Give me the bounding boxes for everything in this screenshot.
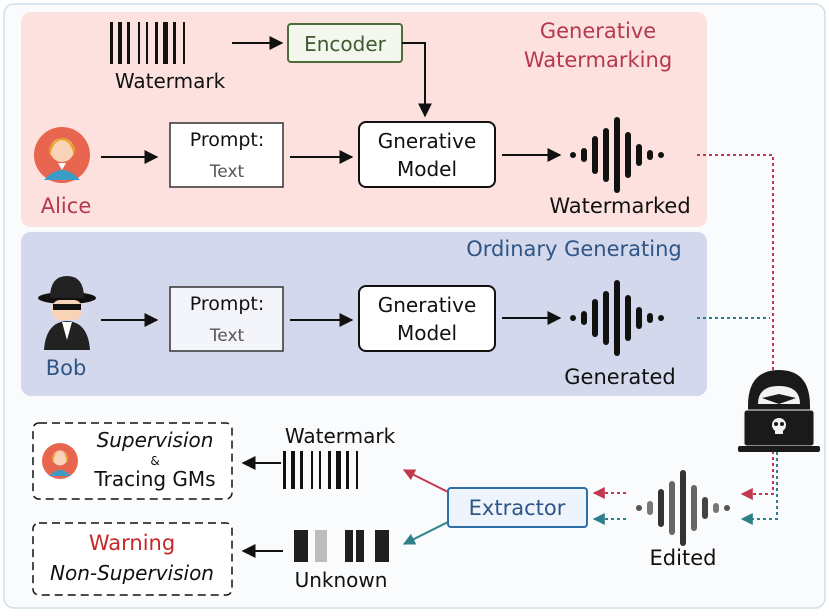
barcode-bar	[146, 22, 148, 64]
warning-label: Warning	[89, 531, 175, 555]
extractor-label: Extractor	[469, 496, 566, 520]
waveform-bar	[713, 503, 719, 513]
bottom-watermark-label: Watermark	[285, 424, 396, 448]
supervision-label: Supervision	[97, 428, 214, 452]
waveform-bar	[636, 307, 642, 329]
waveform-bar	[636, 505, 642, 511]
bob-label: Bob	[46, 356, 87, 380]
edited-label: Edited	[650, 546, 717, 570]
middle-model-line1: Gnerative	[378, 293, 477, 317]
barcode-bar	[336, 451, 341, 489]
waveform-bar	[669, 481, 675, 535]
unknown-pattern-icon	[294, 530, 389, 562]
barcode-bar	[319, 451, 321, 489]
waveform-bar	[625, 295, 631, 341]
encoder-label: Encoder	[304, 32, 387, 56]
skull-icon	[772, 418, 786, 434]
alice-avatar-icon	[34, 127, 90, 183]
waveform-bar	[592, 136, 598, 174]
waveform-bar	[702, 497, 708, 519]
waveform-bar	[724, 505, 730, 511]
middle-prompt-title: Prompt:	[190, 293, 265, 315]
waveform-bar	[592, 299, 598, 337]
extractor-box	[447, 487, 588, 528]
generated-label: Generated	[564, 365, 675, 389]
alice-label: Alice	[41, 194, 92, 218]
top-model-line1: Gnerative	[378, 129, 477, 153]
waveform-bar	[647, 501, 653, 515]
barcode-bar	[291, 451, 295, 489]
ordinary-title: Ordinary Generating	[466, 237, 682, 261]
red-dotted-path-to-edited	[697, 154, 774, 500]
waveform-bar	[614, 117, 620, 193]
middle-model-box	[358, 285, 496, 352]
top-model-line2: Model	[397, 157, 457, 181]
barcode-bar	[300, 451, 303, 489]
waveform-bar	[647, 150, 653, 160]
barcode-bar	[173, 22, 176, 64]
unknown-label: Unknown	[295, 568, 388, 592]
waveform-bar	[570, 152, 576, 158]
generative-title-line2: Watermarking	[524, 48, 672, 72]
bob-spy-icon	[38, 276, 96, 350]
top-model-box	[358, 121, 496, 188]
non-supervision-label: Non-Supervision	[50, 561, 214, 585]
hacker-laptop-icon	[738, 370, 820, 452]
teal-dotted-path-to-edited	[740, 440, 778, 525]
tracing-label: Tracing GMs	[93, 467, 215, 491]
waveform-bar	[570, 315, 576, 321]
waveform-bar	[691, 485, 697, 531]
top-prompt-title: Prompt:	[190, 129, 265, 151]
waveform-bar	[625, 132, 631, 178]
middle-prompt-text: Text	[209, 326, 245, 346]
waveform-bar	[647, 313, 653, 323]
barcode-bar	[346, 451, 349, 489]
edited-waveform-icon	[636, 470, 730, 546]
top-prompt-box	[169, 122, 284, 188]
arrow-encoder-to-model	[402, 42, 432, 118]
barcode-icon	[110, 22, 185, 64]
barcode-bar	[356, 451, 358, 489]
watermarked-label: Watermarked	[549, 194, 690, 218]
barcode-bar	[283, 451, 286, 489]
middle-model-line2: Model	[397, 321, 457, 345]
waveform-bar	[680, 470, 686, 546]
waveform-bar	[603, 128, 609, 182]
top-watermark-label: Watermark	[115, 69, 226, 93]
waveform-bar	[581, 311, 587, 325]
red-arrow-extractor-to-watermark	[402, 469, 449, 493]
waveform-bar	[658, 152, 664, 158]
warning-box	[32, 522, 233, 596]
waveform-bar	[614, 280, 620, 356]
barcode-bar	[328, 451, 331, 489]
barcode-bar	[127, 22, 130, 64]
and-label: &	[150, 454, 159, 468]
barcode-bar	[155, 22, 158, 64]
middle-prompt-box	[169, 286, 284, 352]
supervision-box	[32, 422, 233, 500]
barcode-icon	[283, 451, 358, 489]
teal-arrow-extractor-to-unknown	[402, 521, 449, 545]
waveform-bar	[658, 489, 664, 527]
waveform-bar	[636, 144, 642, 166]
barcode-bar	[311, 451, 313, 489]
top-prompt-text: Text	[209, 162, 245, 182]
waveform-bar	[603, 291, 609, 345]
barcode-bar	[110, 22, 113, 64]
audio-waveform-icon	[570, 117, 664, 193]
audio-waveform-icon	[570, 280, 664, 356]
waveform-bar	[658, 315, 664, 321]
generative-title-line1: Generative	[540, 19, 656, 43]
barcode-bar	[138, 22, 140, 64]
waveform-bar	[581, 148, 587, 162]
barcode-bar	[118, 22, 122, 64]
barcode-bar	[163, 22, 168, 64]
barcode-bar	[183, 22, 185, 64]
alice-avatar-icon	[42, 443, 78, 479]
